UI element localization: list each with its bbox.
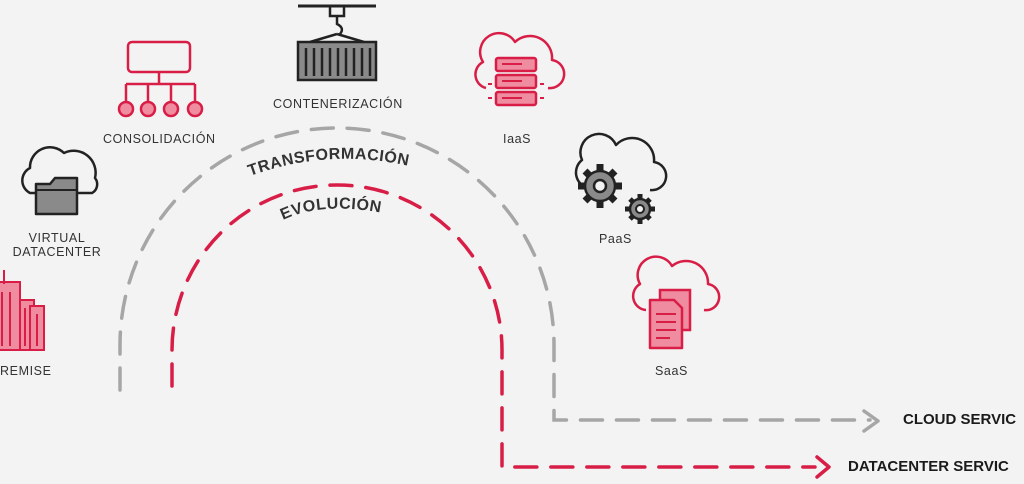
transformation-path — [118, 126, 872, 422]
evolution-label: EVOLUCIÓN — [278, 194, 383, 223]
evolution-path — [170, 183, 817, 469]
cloud-gears-icon — [574, 132, 668, 224]
virtual-datacenter-line2: DATACENTER — [12, 245, 102, 259]
stage-label-containerization: CONTENERIZACIÓN — [273, 97, 403, 111]
cloud-server-icon — [474, 31, 566, 107]
stage-label-virtual-datacenter: VIRTUAL DATACENTER — [8, 231, 106, 259]
cloud-services-arrowhead — [862, 409, 880, 433]
cloud-folder-icon — [21, 146, 99, 216]
shipping-container-icon — [296, 4, 378, 82]
transformation-label: TRANSFORMACIÓN — [246, 146, 411, 180]
datacenter-services-arrowhead — [815, 455, 831, 479]
cloud-documents-icon — [631, 255, 721, 350]
stage-label-consolidation: CONSOLIDACIÓN — [103, 132, 216, 146]
stage-label-saas: SaaS — [655, 364, 688, 378]
stage-label-paas: PaaS — [599, 232, 632, 246]
network-hierarchy-icon — [117, 40, 204, 118]
stage-label-on-premise: REMISE — [0, 364, 52, 378]
buildings-icon — [0, 270, 45, 351]
datacenter-services-label: DATACENTER SERVIC — [848, 458, 1009, 475]
stage-label-iaas: IaaS — [503, 132, 532, 146]
cloud-services-label: CLOUD SERVIC — [903, 411, 1017, 428]
virtual-datacenter-line1: VIRTUAL — [28, 231, 86, 245]
